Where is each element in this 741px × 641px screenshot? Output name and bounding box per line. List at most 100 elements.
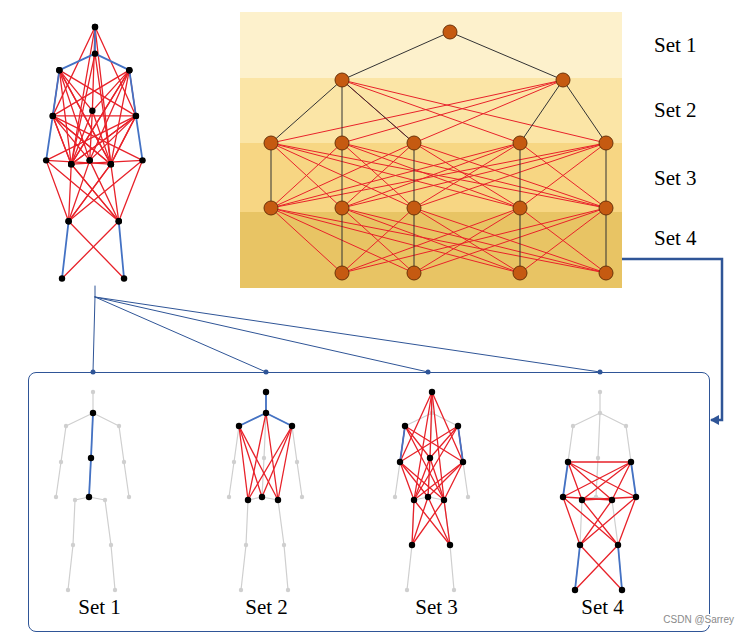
skeleton-bone	[119, 426, 124, 462]
set-band: Set 2	[240, 78, 622, 143]
bone-link	[563, 462, 568, 497]
tree-node	[513, 266, 527, 280]
active-joint	[577, 542, 583, 548]
skeleton-joint	[237, 424, 241, 428]
skeleton-joint	[573, 588, 577, 592]
bone-link	[136, 116, 143, 160]
joint-link	[69, 164, 111, 221]
cross-link	[271, 208, 606, 273]
active-joint	[116, 218, 122, 224]
bone-link	[266, 413, 292, 426]
skeleton-joint	[276, 498, 280, 502]
skeleton-joint	[448, 543, 452, 547]
cross-link	[342, 143, 606, 208]
cross-link	[342, 143, 414, 208]
cross-link	[271, 143, 414, 208]
set-label: Set 2	[245, 595, 288, 619]
cross-link	[520, 208, 606, 273]
cross-link	[414, 208, 606, 273]
bone-link	[129, 70, 136, 116]
set-band: Set 4	[240, 212, 622, 288]
bone-link	[119, 221, 124, 278]
skeleton-bone	[598, 413, 600, 458]
skeleton-bone	[229, 462, 234, 497]
cross-link	[271, 80, 563, 143]
joint-link	[69, 160, 143, 221]
cross-link	[271, 143, 606, 208]
active-joint	[87, 157, 93, 163]
active-joint	[92, 50, 98, 56]
joint-link	[618, 497, 636, 545]
joint-link	[458, 426, 463, 462]
joint-link	[69, 164, 72, 221]
active-joint	[50, 113, 56, 119]
joint-link	[432, 392, 444, 500]
tree-node	[335, 136, 349, 150]
cross-link	[271, 208, 414, 273]
joint-link	[414, 458, 430, 500]
bone-link	[575, 545, 580, 590]
tree-link	[606, 208, 607, 273]
bone-link	[94, 27, 96, 54]
active-joint	[126, 67, 132, 73]
tree-node	[264, 136, 278, 150]
skeleton-bone	[395, 462, 400, 497]
skeleton-joint	[122, 460, 126, 464]
flow-arrow	[622, 259, 722, 420]
skeleton-joint	[624, 424, 628, 428]
joint-link	[563, 497, 618, 545]
skeleton-joint	[73, 498, 77, 502]
skeleton-bone	[563, 462, 568, 497]
skeleton-joint	[244, 543, 248, 547]
joint-link	[432, 392, 463, 462]
joint-link	[400, 426, 405, 462]
tree-link	[342, 208, 343, 273]
skeleton-joint	[412, 498, 416, 502]
cross-link	[414, 143, 606, 208]
cross-link	[342, 80, 414, 143]
tree-node	[599, 266, 613, 280]
cross-link	[342, 80, 520, 143]
active-joint	[579, 497, 585, 503]
skeleton-joint	[428, 456, 432, 460]
bone-link	[91, 413, 93, 458]
active-joint	[92, 24, 98, 30]
bone-link	[95, 54, 129, 71]
skeleton-bone	[105, 500, 111, 545]
tree-link	[342, 80, 343, 143]
skeleton-panel: Set 1Set 2Set 3Set 4	[28, 372, 710, 632]
tree-link	[414, 208, 415, 273]
tree-node	[556, 73, 570, 87]
skeleton-joint	[578, 543, 582, 547]
active-joint	[455, 423, 461, 429]
active-joint	[126, 67, 132, 73]
tree-link	[520, 80, 563, 143]
active-joint	[259, 494, 265, 500]
cross-link	[271, 208, 520, 273]
skeleton-joint	[456, 424, 460, 428]
bone-link	[53, 70, 60, 116]
tree-node	[407, 136, 421, 150]
cross-link	[342, 143, 520, 208]
joint-link	[575, 545, 618, 590]
tree-link	[520, 208, 521, 273]
skeleton-joint	[113, 588, 117, 592]
skeleton-bone	[241, 545, 246, 590]
skeleton-figure	[227, 389, 304, 592]
active-joint	[402, 423, 408, 429]
skeleton-joint	[295, 460, 299, 464]
skeleton-bone	[450, 545, 454, 590]
skeleton-bone	[618, 545, 622, 590]
skeleton-joint	[54, 495, 58, 499]
active-joint	[628, 459, 634, 465]
cross-link	[271, 143, 342, 208]
active-joint	[89, 108, 95, 114]
joint-link	[444, 462, 463, 500]
joint-link	[62, 221, 119, 278]
tree-link	[342, 143, 343, 208]
skeleton-figure	[54, 390, 131, 592]
leader-line	[95, 297, 266, 372]
active-joint	[633, 494, 639, 500]
skeleton-joint	[598, 411, 602, 415]
leader-line	[95, 286, 96, 297]
